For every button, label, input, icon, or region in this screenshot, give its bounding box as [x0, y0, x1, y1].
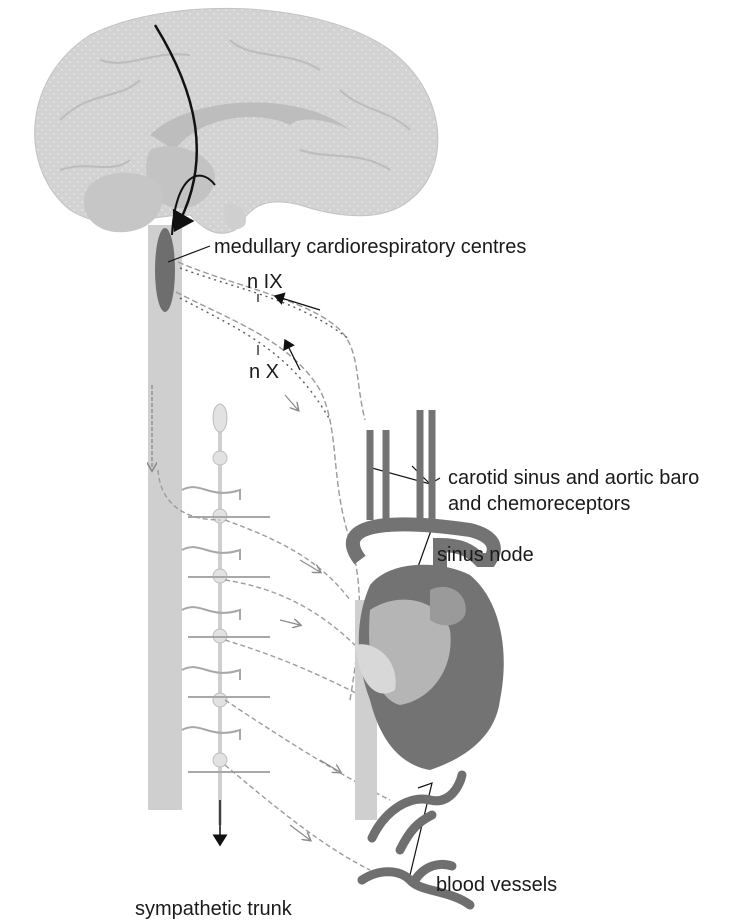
label-receptors-line1: carotid sinus and aortic baro — [448, 466, 699, 490]
label-n-x: n X — [249, 360, 279, 384]
cerebellum — [84, 173, 163, 233]
nX-efferent-arrow — [285, 395, 298, 410]
carotid-arteries — [370, 410, 432, 520]
sympathetic-trunk-chain — [213, 404, 227, 845]
label-n-ix: n IX — [247, 270, 283, 294]
label-medullary-centres: medullary cardiorespiratory centres — [214, 235, 526, 259]
medullary-centre-shape — [155, 228, 175, 312]
fibre-direction-arrows — [280, 560, 340, 840]
label-blood-vessels: blood vessels — [436, 873, 557, 897]
label-sinus-node: sinus node — [437, 543, 534, 567]
label-receptors-line2: and chemoreceptors — [448, 492, 630, 516]
cranial-nerves — [176, 262, 365, 700]
spinal-cord — [148, 225, 182, 810]
nIX-afferent-arrow — [275, 296, 320, 310]
preganglionic-fibres — [182, 487, 270, 772]
brain — [35, 8, 438, 233]
leader-lines — [168, 246, 440, 875]
label-sympathetic-trunk: sympathetic trunk — [135, 897, 292, 921]
